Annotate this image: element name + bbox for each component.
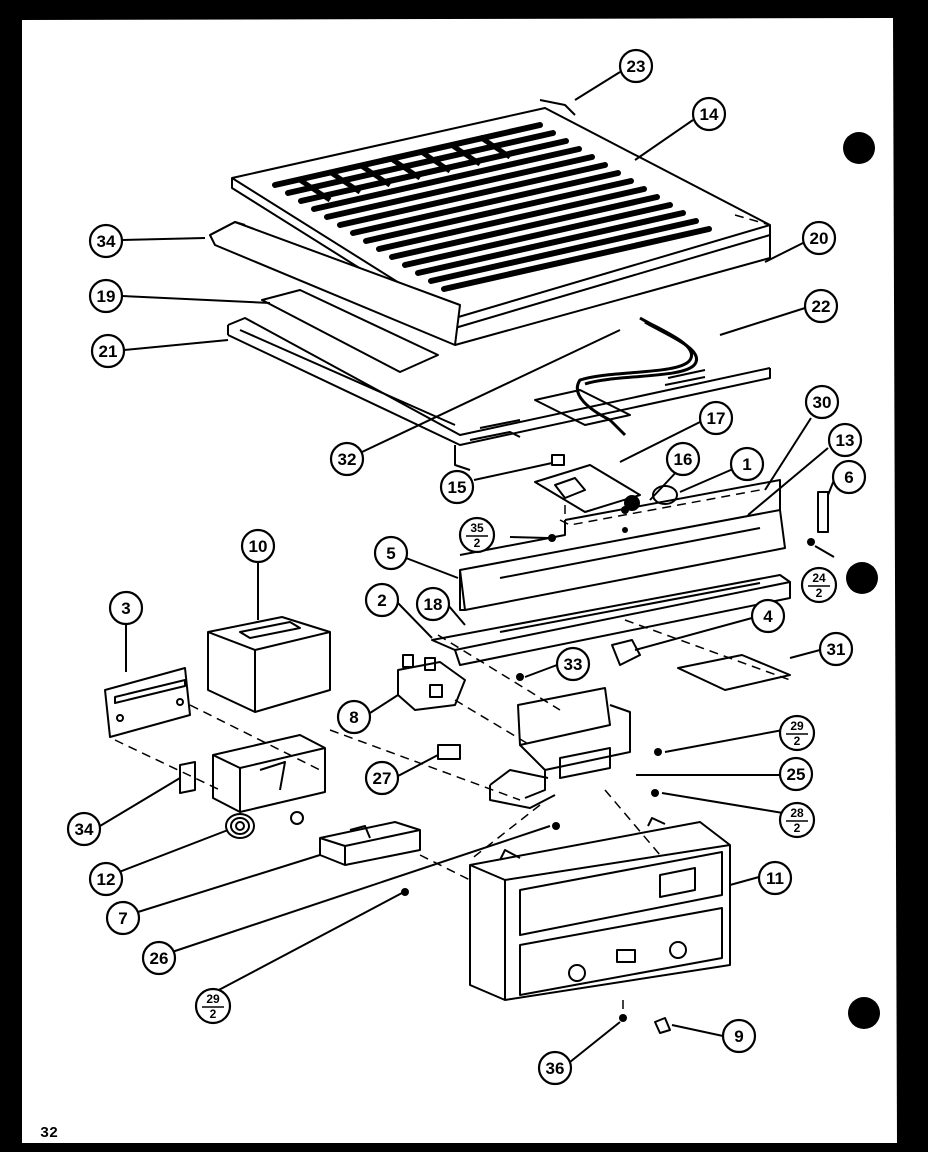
callout-bubbles [66, 48, 867, 1086]
light-bracket-hole [554, 477, 586, 499]
callout-label: 8 [349, 708, 358, 727]
callout-label: 12 [97, 870, 116, 889]
lower-channel-part [431, 574, 791, 666]
callout-label: 20 [810, 229, 829, 248]
callout-label: 21 [99, 342, 118, 361]
page-number: 32 [40, 1125, 58, 1142]
callout-label: 13 [836, 431, 855, 450]
light-switch-part [437, 744, 461, 760]
spacer-block-part [179, 761, 196, 794]
clip-part [654, 1017, 671, 1034]
callout-label: 2 [377, 591, 386, 610]
control-channel-part [459, 479, 786, 611]
binder-hole [846, 562, 878, 594]
fraction-denominator: 2 [794, 821, 801, 835]
callout-label: 25 [787, 765, 806, 784]
thermostat-housing-part [212, 734, 326, 813]
cover-plate-part [677, 654, 791, 691]
callout-label: 18 [424, 595, 443, 614]
fraction-numerator: 29 [790, 719, 804, 733]
callout-label: 5 [386, 544, 395, 563]
callout-label: 4 [763, 607, 773, 626]
callout-label: 1 [742, 455, 751, 474]
callout-label: 34 [97, 232, 116, 251]
fraction-denominator: 2 [816, 586, 823, 600]
callout-label: 19 [97, 287, 116, 306]
callout-label: 23 [627, 57, 646, 76]
callout-label: 16 [674, 450, 693, 469]
control-panel-front-part [469, 817, 731, 1001]
mounting-bracket-part [817, 491, 829, 533]
base-bracket-part [319, 821, 421, 866]
callout-label: 14 [700, 105, 719, 124]
fraction-numerator: 35 [470, 521, 484, 535]
callout-label: 7 [118, 909, 127, 928]
fraction-denominator: 2 [794, 734, 801, 748]
light-bracket-part [534, 464, 641, 513]
callout-label: 9 [734, 1027, 743, 1046]
leader-lines [99, 71, 835, 1063]
fraction-numerator: 29 [206, 992, 220, 1006]
callout-label: 32 [338, 450, 357, 469]
assembly-lines [114, 214, 791, 1015]
callout-label: 10 [249, 537, 268, 556]
callout-label: 11 [766, 869, 784, 888]
tray-frame-part [209, 221, 771, 346]
control-box-part [207, 616, 331, 713]
callout-label: 3 [121, 599, 130, 618]
clip-part [611, 639, 641, 666]
callout-label: 26 [150, 949, 169, 968]
control-bracket-part [489, 687, 631, 809]
callout-label: 27 [373, 769, 392, 788]
nut-part [551, 454, 565, 466]
insulation-pad-part [261, 289, 439, 373]
binder-hole [848, 997, 880, 1029]
fraction-denominator: 2 [474, 536, 481, 550]
callout-label: 22 [812, 297, 831, 316]
screws [401, 506, 815, 1022]
binder-hole [843, 132, 875, 164]
fraction-numerator: 28 [790, 806, 804, 820]
callout-label: 30 [813, 393, 832, 412]
wire-harness-part [575, 316, 699, 437]
fraction-denominator: 2 [210, 1007, 217, 1021]
callout-label: 36 [546, 1059, 565, 1078]
fraction-numerator: 24 [812, 571, 826, 585]
capillary-coil-part [225, 813, 255, 839]
callout-label: 34 [75, 820, 94, 839]
fraction-bars [202, 535, 830, 1008]
lower-pan-part [227, 317, 771, 471]
callout-label: 17 [707, 409, 726, 428]
callout-label: 31 [827, 640, 846, 659]
light-bulb-part [652, 485, 678, 505]
knob-shaft-part [290, 811, 304, 825]
callout-label: 15 [448, 478, 467, 497]
callout-label: 33 [564, 655, 583, 674]
mounting-plate-part [104, 667, 191, 738]
callout-label: 6 [844, 468, 853, 487]
